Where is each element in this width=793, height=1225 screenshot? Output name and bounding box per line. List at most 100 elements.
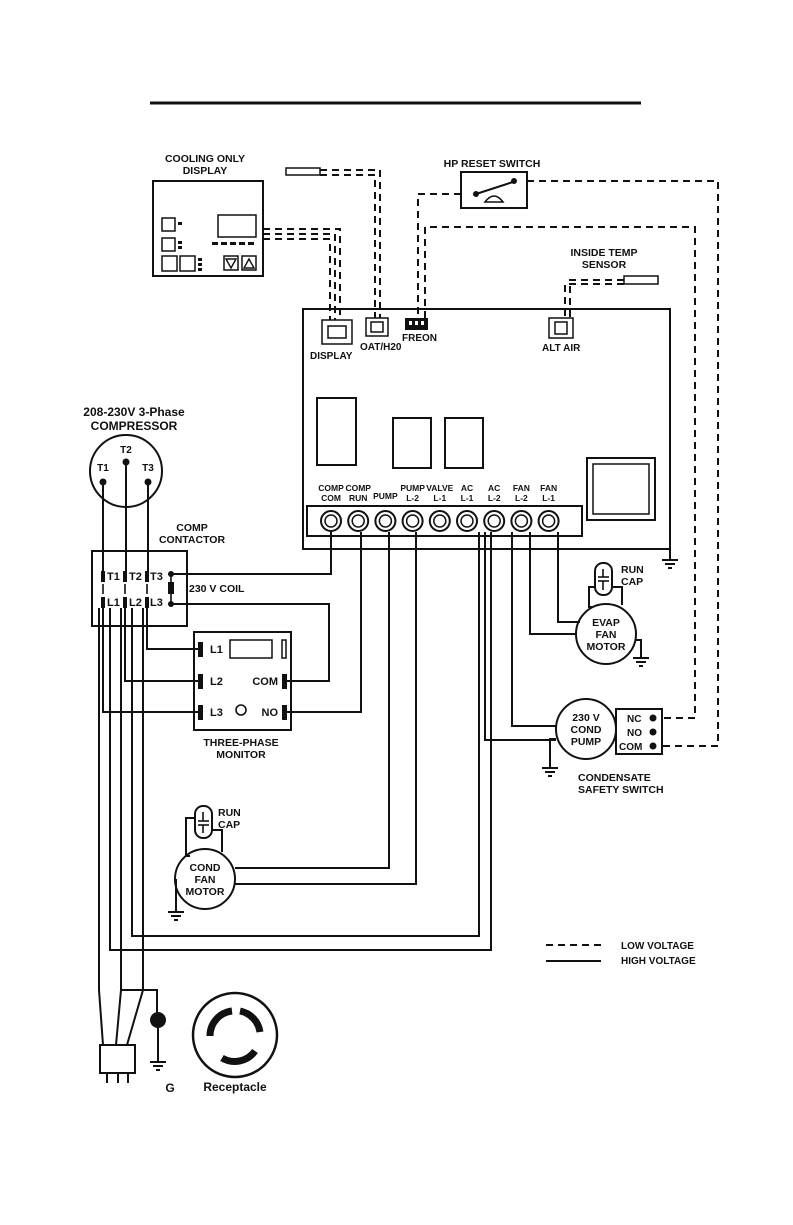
terminal-7-label-0: FAN <box>513 483 530 493</box>
condensate-label-1: CONDENSATE <box>578 772 651 784</box>
contactor-l1: L1 <box>107 597 120 609</box>
terminal-6: ACL-2 <box>483 483 506 532</box>
relay-3 <box>444 417 484 469</box>
terminal-2-label-0: PUMP <box>373 491 398 501</box>
hp-reset-switch: HP RESET SWITCH <box>444 158 541 209</box>
condensate-label-2: SAFETY SWITCH <box>578 784 664 796</box>
display-button-4 <box>179 255 196 272</box>
condensate-pump: 230 V COND PUMP NC NO COM CONDENSATE SAF… <box>542 698 664 796</box>
compressor: 208-230V 3-Phase COMPRESSOR T2 T1 T3 <box>83 405 185 508</box>
control-board: DISPLAY OAT/H20 FREON ALT AIR COMPCOMCOM… <box>302 308 671 550</box>
terminal-6-label-0: AC <box>488 483 500 493</box>
terminal-6-label-1: L-2 <box>488 493 501 503</box>
compressor-label-2: COMPRESSOR <box>91 419 178 433</box>
evap-label-1: EVAP <box>592 617 620 629</box>
terminal-0-label-0: COMP <box>318 483 344 493</box>
terminal-4-label-1: L-1 <box>433 493 446 503</box>
connector-alt-air: ALT AIR <box>542 317 581 354</box>
cooling-display-label-1: COOLING ONLY <box>165 153 245 165</box>
contactor-l3: L3 <box>150 597 163 609</box>
inside-temp-sensor: INSIDE TEMP SENSOR <box>570 247 659 285</box>
pump-label-1: 230 V <box>572 712 599 724</box>
terminal-3-label-1: L-2 <box>406 493 419 503</box>
three-phase-monitor: L1 L2 L3 COM NO THREE-PHASE MONITOR <box>193 631 292 761</box>
switch-com: COM <box>619 742 642 753</box>
monitor-l3: L3 <box>210 707 223 719</box>
receptacle-face <box>191 991 279 1079</box>
contactor-t1: T1 <box>107 571 120 583</box>
contactor-label-1: COMP <box>176 522 208 534</box>
legend: LOW VOLTAGE HIGH VOLTAGE <box>546 941 696 967</box>
monitor-l1: L1 <box>210 644 223 656</box>
terminal-8-label-1: L-1 <box>542 493 555 503</box>
high-voltage-wiring <box>98 462 580 1046</box>
terminal-5-label-0: AC <box>461 483 473 493</box>
compressor-t2-label: T2 <box>120 445 132 456</box>
low-voltage-wiring <box>263 169 719 747</box>
terminal-7-label-1: L-2 <box>515 493 528 503</box>
inside-temp-probe <box>623 275 659 285</box>
switch-nc: NC <box>627 714 641 725</box>
power-plug: G <box>99 1012 175 1095</box>
terminal-2: PUMP <box>373 491 398 532</box>
legend-low-label: LOW VOLTAGE <box>621 941 694 952</box>
plug-body <box>99 1044 136 1074</box>
reset-button-icon <box>483 195 505 203</box>
terminal-5-label-1: L-1 <box>461 493 474 503</box>
connector-alt-air-label: ALT AIR <box>542 343 581 354</box>
inside-temp-label-2: SENSOR <box>582 259 627 271</box>
display-button-3 <box>161 255 178 272</box>
connector-oat: OAT/H20 <box>360 317 402 353</box>
cond-label-2: FAN <box>195 874 216 886</box>
terminal-1-label-1: RUN <box>349 493 367 503</box>
oat-probe <box>285 167 321 176</box>
evap-label-3: MOTOR <box>587 641 626 653</box>
coil-label: 230 V COIL <box>189 583 245 595</box>
switch-no: NO <box>627 728 642 739</box>
compressor-t3-label: T3 <box>142 463 154 474</box>
cond-label-1: COND <box>190 862 221 874</box>
display-button-2 <box>161 237 176 252</box>
cond-fan-motor: RUN CAP COND FAN MOTOR <box>168 805 241 921</box>
monitor-com: COM <box>252 676 278 688</box>
connector-display: DISPLAY <box>310 319 353 362</box>
contactor-t3: T3 <box>150 571 163 583</box>
hp-reset-label: HP RESET SWITCH <box>444 158 541 170</box>
terminal-4-label-0: VALVE <box>426 483 453 493</box>
terminal-0-label-1: COM <box>321 493 341 503</box>
compressor-t1-label: T1 <box>97 463 109 474</box>
receptacle: Receptacle <box>191 991 279 1094</box>
monitor-label-2: MONITOR <box>216 749 266 761</box>
evap-fan-motor: RUN CAP EVAP FAN MOTOR <box>575 562 649 667</box>
monitor-no: NO <box>262 707 279 719</box>
contactor-label-2: CONTACTOR <box>159 534 226 546</box>
display-button-1 <box>161 217 176 232</box>
cond-run-cap-label-2: CAP <box>218 819 240 831</box>
display-led-row <box>212 242 254 245</box>
cond-label-3: MOTOR <box>186 886 225 898</box>
connector-oat-label: OAT/H20 <box>360 342 402 353</box>
relay-1 <box>316 397 357 466</box>
monitor-l2: L2 <box>210 676 223 688</box>
terminal-1-label-0: COMP <box>345 483 371 493</box>
connector-freon: FREON <box>402 318 437 344</box>
legend-high-label: HIGH VOLTAGE <box>621 956 696 967</box>
contactor-t2: T2 <box>129 571 142 583</box>
pump-label-3: PUMP <box>571 736 601 748</box>
cooling-display-label-2: DISPLAY <box>183 165 228 177</box>
contactor-l2: L2 <box>129 597 142 609</box>
evap-label-2: FAN <box>596 629 617 641</box>
evap-run-cap-label-1: RUN <box>621 564 644 576</box>
connector-freon-label: FREON <box>402 333 437 344</box>
relay-2 <box>392 417 432 469</box>
inside-temp-label-1: INSIDE TEMP <box>570 247 637 259</box>
monitor-label-1: THREE-PHASE <box>203 737 278 749</box>
cond-run-cap-label-1: RUN <box>218 807 241 819</box>
